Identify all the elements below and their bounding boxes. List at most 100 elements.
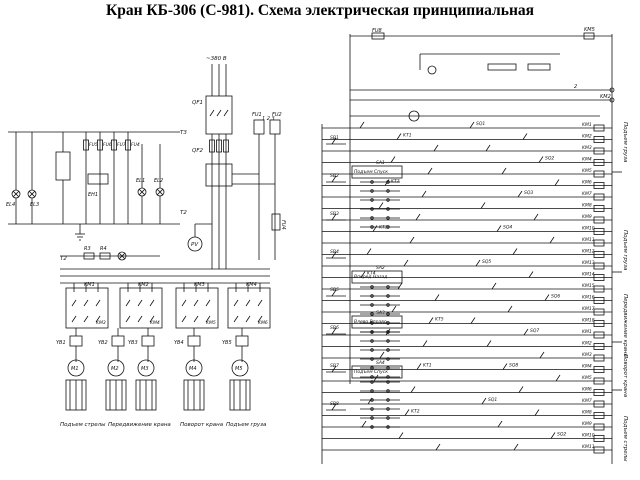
control-contact bbox=[491, 282, 497, 290]
control-contact bbox=[518, 386, 524, 393]
fuse bbox=[371, 32, 385, 40]
relay-label: KM18 bbox=[582, 318, 595, 324]
control-contact bbox=[391, 305, 397, 313]
controller-point bbox=[370, 339, 374, 343]
contactor-label: KM6 bbox=[258, 320, 268, 326]
control-contact bbox=[533, 213, 539, 221]
limit-switch-label: SQ1 bbox=[488, 397, 497, 403]
main-contact bbox=[245, 315, 251, 323]
fuse-label: FU5 bbox=[89, 142, 98, 148]
button-label: SB2 bbox=[330, 173, 339, 179]
controller-point bbox=[386, 339, 390, 343]
group-caption: Поворот крана bbox=[622, 354, 628, 398]
controller-point bbox=[370, 357, 374, 361]
relay-label: KM11 bbox=[582, 444, 595, 450]
motor-label: M2 bbox=[111, 366, 119, 372]
breaker-contact bbox=[216, 109, 222, 117]
control-contact bbox=[361, 420, 367, 428]
relay-coil bbox=[593, 136, 605, 143]
limit-switch-label: SQ2 bbox=[545, 156, 554, 162]
relay-coil bbox=[593, 262, 605, 270]
brake-coil bbox=[235, 335, 249, 347]
contactor-label: KM5 bbox=[206, 320, 216, 326]
controller-point bbox=[386, 294, 390, 298]
fuse bbox=[125, 139, 131, 151]
motor-label: M4 bbox=[189, 366, 197, 372]
power-circuit bbox=[8, 64, 281, 411]
control-contact bbox=[470, 317, 476, 324]
limit-switch-label: SQ5 bbox=[482, 259, 491, 265]
controller-point bbox=[370, 225, 374, 229]
relay-label: KM4 bbox=[582, 364, 592, 370]
controller-direction: Вперед Назад bbox=[354, 274, 387, 280]
relay-label: KM8 bbox=[582, 203, 592, 209]
relay-label: KM12 bbox=[582, 249, 595, 255]
push-button bbox=[331, 251, 337, 259]
push-button bbox=[331, 213, 337, 221]
relay-label: KM5 bbox=[582, 168, 592, 174]
terminal-label: 1 2 3 bbox=[262, 116, 275, 122]
contactor-label: KM2 bbox=[138, 282, 149, 288]
relay-label: KM16 bbox=[582, 295, 595, 301]
relay-coil bbox=[593, 251, 605, 258]
controller-header bbox=[351, 165, 403, 179]
controller-point bbox=[370, 389, 374, 393]
control-contact bbox=[507, 305, 513, 313]
brake-coil bbox=[187, 335, 201, 347]
control-contact bbox=[522, 133, 528, 140]
time-relay-label: KT1 bbox=[403, 133, 412, 139]
controller-point bbox=[386, 285, 390, 289]
fuse bbox=[253, 119, 265, 135]
lamp-cross bbox=[28, 190, 36, 198]
group-caption: Подъем груза bbox=[622, 122, 628, 163]
control-contact bbox=[410, 386, 416, 393]
motor-caption: Поворот крана bbox=[180, 422, 224, 428]
controller-point bbox=[386, 357, 390, 361]
motor bbox=[67, 359, 85, 377]
relay-label: KM7 bbox=[582, 191, 592, 197]
fuse bbox=[223, 139, 229, 153]
push-button bbox=[331, 137, 337, 145]
controller-point bbox=[386, 389, 390, 393]
fuse-label: FU7 bbox=[117, 142, 126, 148]
relay-coil bbox=[593, 170, 605, 178]
breaker-contact bbox=[223, 109, 229, 117]
controller-point bbox=[386, 321, 390, 325]
motor bbox=[107, 359, 125, 377]
controller-point bbox=[386, 216, 390, 220]
reversing-contactor bbox=[65, 287, 109, 329]
heater bbox=[87, 173, 109, 185]
motor bbox=[185, 359, 203, 377]
time-relay-label: KT2 bbox=[411, 409, 420, 415]
main-contact bbox=[205, 299, 211, 307]
control-contact bbox=[554, 179, 560, 186]
lamp-hl bbox=[117, 251, 127, 261]
motor-caption: Подъем груза bbox=[226, 422, 267, 428]
relay-coil bbox=[593, 400, 605, 408]
button-label: SB8 bbox=[330, 401, 339, 407]
controller-point bbox=[370, 216, 374, 220]
contactor-label: KM3 bbox=[194, 282, 205, 288]
control-contact bbox=[555, 374, 561, 382]
limit-switch-label: SQ2 bbox=[557, 432, 566, 438]
control-contact bbox=[512, 248, 518, 255]
controller-point bbox=[370, 189, 374, 193]
controller-point bbox=[370, 180, 374, 184]
fuse bbox=[97, 139, 103, 151]
main-contact bbox=[181, 315, 187, 323]
controller-point bbox=[386, 312, 390, 316]
controller-point bbox=[370, 303, 374, 307]
controller-label: SA4 bbox=[376, 360, 385, 366]
controller-point bbox=[370, 366, 374, 370]
control-contact bbox=[390, 156, 396, 163]
lamp-cross bbox=[118, 252, 126, 260]
relay-label: KM17 bbox=[582, 306, 595, 312]
controller-point bbox=[370, 207, 374, 211]
breaker-contact bbox=[209, 109, 215, 117]
controller-point bbox=[386, 425, 390, 429]
control-contact bbox=[485, 144, 491, 152]
motor-caption: Передвижение крана bbox=[108, 422, 171, 428]
control-contact bbox=[359, 121, 365, 129]
